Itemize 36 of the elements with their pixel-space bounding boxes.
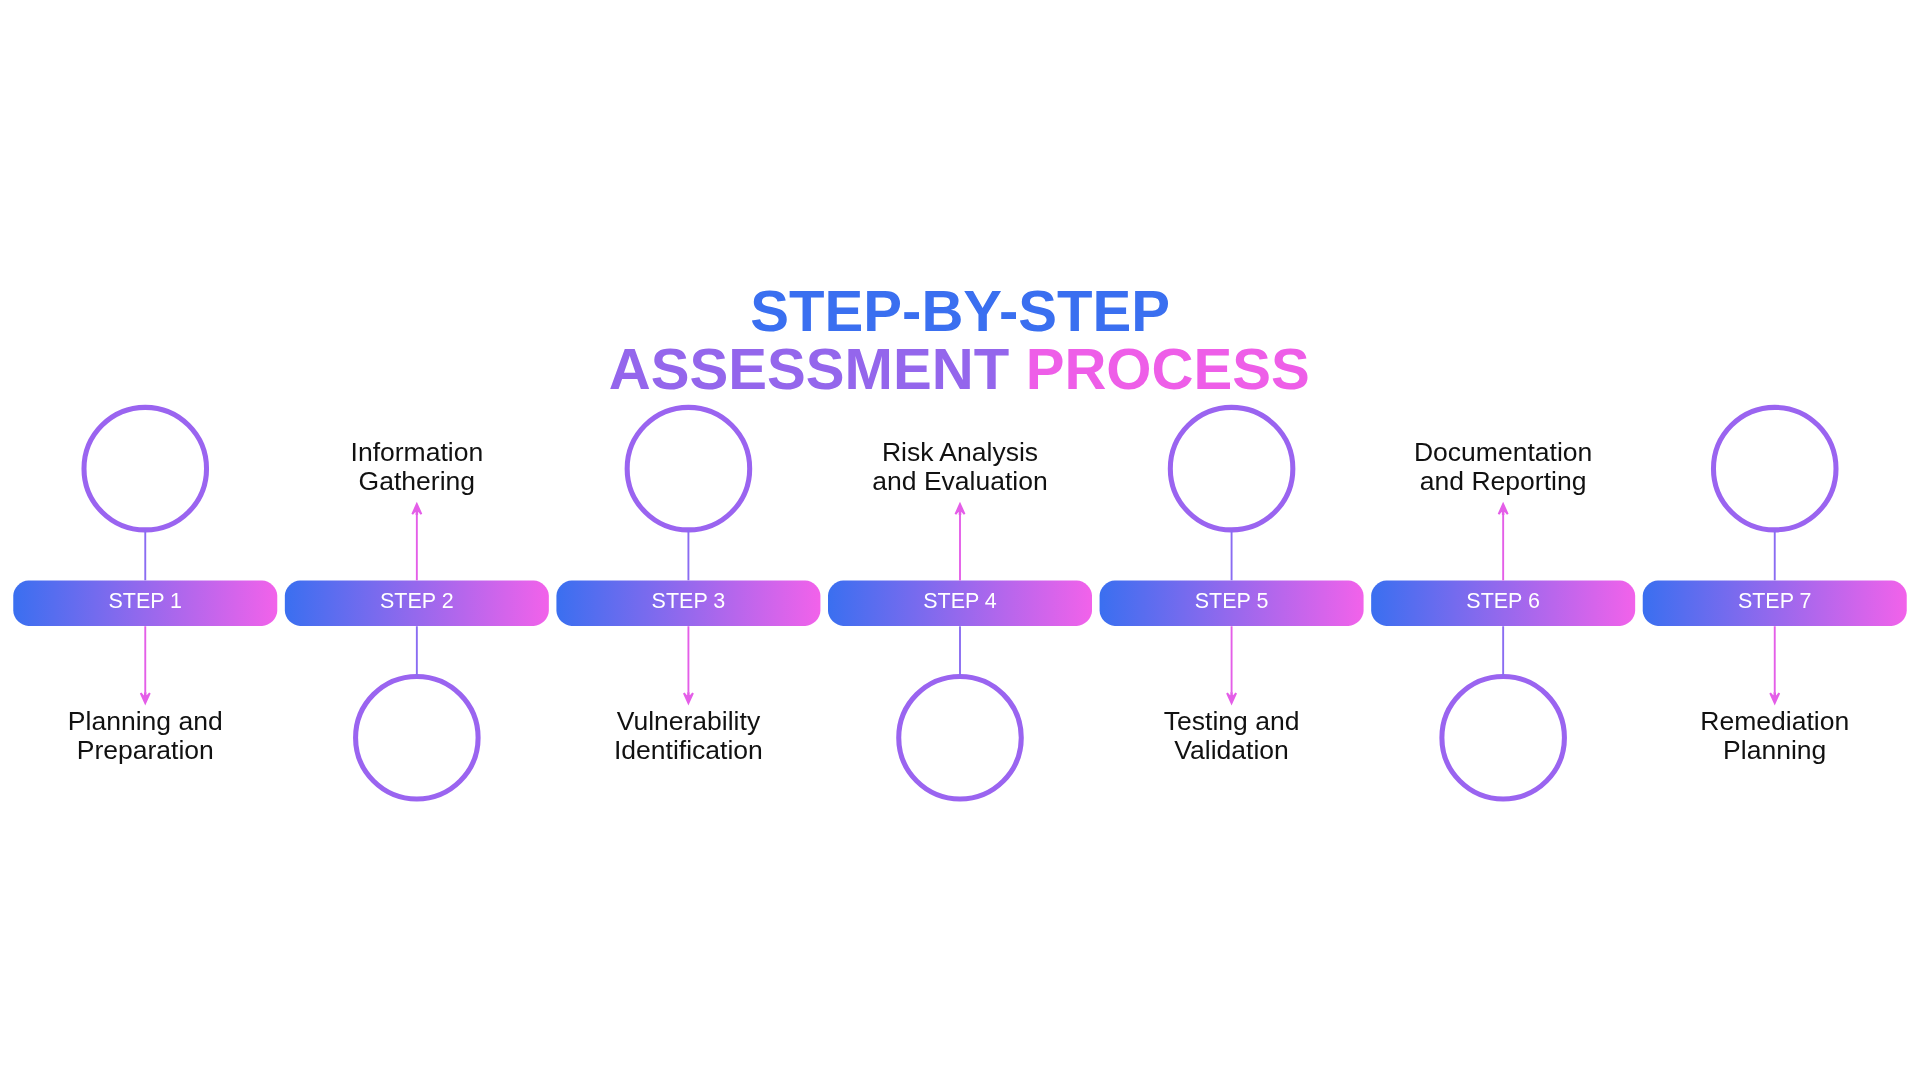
node-circle [896, 673, 1024, 802]
arrow [411, 503, 423, 582]
connector [415, 625, 418, 678]
connector [1230, 529, 1233, 582]
node-text: Testing and Validation [1163, 705, 1300, 765]
arrow [1769, 625, 1781, 705]
node-text: Risk Analysis and Evaluation [872, 436, 1048, 496]
connector [687, 529, 690, 582]
arrow [954, 503, 966, 582]
node-text: Vulnerability Identification [613, 705, 763, 765]
node-box: STEP 2 [284, 580, 549, 626]
node-box: STEP 4 [828, 580, 1092, 626]
connector [959, 625, 961, 678]
node-circle [1167, 404, 1296, 533]
node-text: Planning and Preparation [67, 705, 223, 765]
node-text: Remediation Planning [1700, 705, 1850, 765]
arrow [1226, 625, 1238, 705]
arrow [682, 625, 694, 705]
connector [1502, 625, 1505, 678]
node-circle [1710, 404, 1839, 533]
node-circle [353, 673, 481, 802]
node-box: STEP 5 [1099, 580, 1364, 626]
node-circle [624, 404, 753, 533]
node-circle [81, 404, 210, 533]
node-box: STEP 3 [556, 580, 821, 626]
connector [144, 529, 147, 582]
node-box: STEP 1 [13, 580, 278, 626]
node-box: STEP 6 [1371, 580, 1636, 626]
node-text: Documentation and Reporting [1413, 436, 1593, 496]
connector [1773, 529, 1776, 582]
node-circle [1439, 673, 1567, 802]
arrow [139, 625, 151, 705]
node-box: STEP 7 [1642, 580, 1907, 626]
arrow [1497, 503, 1509, 582]
node-text: Information Gathering [350, 436, 484, 496]
diagram-title: STEP-BY-STEP ASSESSMENT PROCESS [608, 278, 1310, 402]
